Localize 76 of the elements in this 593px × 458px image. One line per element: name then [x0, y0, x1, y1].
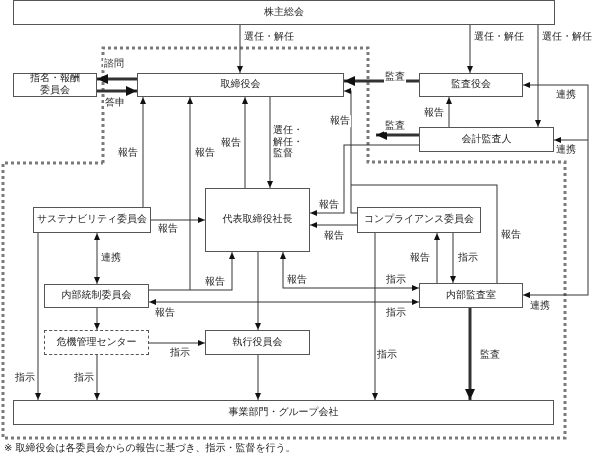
edge-label: 監査: [384, 120, 406, 132]
edge-label: 選任・解任: [541, 31, 593, 43]
edge-label: 指示: [14, 372, 36, 384]
edge-label: 連携: [555, 89, 577, 101]
edge-label: 選任・解任: [473, 31, 525, 43]
edge-label: 報告: [117, 147, 139, 159]
arrow: [535, 24, 541, 128]
edge-label: 報告: [423, 107, 445, 119]
arrow: [467, 24, 473, 74]
arrow: [97, 74, 137, 84]
annotation-label: 報告: [286, 274, 308, 286]
edge-label: 指示: [457, 252, 479, 264]
org-box: 内部統制委員会: [44, 284, 149, 308]
arrow: [237, 24, 243, 74]
edge-label: 監査: [384, 71, 406, 83]
org-box: サステナビリティ委員会: [33, 207, 151, 233]
edge-label: 報告: [500, 229, 522, 241]
org-box: 執行役員会: [205, 330, 310, 355]
edge-label: 報告: [157, 223, 179, 235]
edge-label: 報告: [329, 115, 351, 127]
org-box: 取締役会: [137, 73, 344, 97]
edge-label: 報告: [318, 199, 340, 211]
arrow: [148, 299, 420, 305]
dashed-box: 危機管理センター: [44, 330, 149, 355]
arrow: [344, 88, 498, 284]
edge-label: 報告: [194, 147, 216, 159]
arrow: [344, 76, 419, 86]
arrow: [148, 340, 206, 346]
arrow: [267, 96, 273, 188]
arrow: [450, 232, 456, 284]
arrow: [94, 308, 100, 330]
arrow: [522, 137, 588, 298]
edge-label: 指示: [385, 274, 407, 286]
edge-label: 報告: [409, 252, 431, 264]
org-box: 株主総会: [13, 0, 555, 25]
org-box: 会計監査人: [419, 127, 554, 152]
arrow: [97, 86, 137, 96]
edge-label: 連携: [100, 252, 122, 264]
arrow: [255, 354, 261, 400]
edge-label: 報告: [220, 137, 242, 149]
arrow: [140, 96, 146, 208]
org-box: 内部監査室: [419, 283, 523, 308]
arrow: [310, 222, 358, 228]
edge-label: 選任・解任: [243, 31, 295, 43]
edge-label: 指示: [73, 372, 95, 384]
org-box: 代表取締役社長: [205, 188, 310, 252]
arrow: [35, 232, 41, 400]
arrow: [372, 232, 378, 400]
arrow: [446, 96, 452, 128]
org-box: 監査役会: [419, 73, 523, 97]
arrow: [434, 232, 440, 284]
edge-label: 報告: [323, 230, 345, 242]
edge-label: 報告: [204, 276, 226, 288]
arrow: [255, 252, 261, 330]
edge-label: 連携: [555, 144, 577, 156]
edge-label: 監査: [479, 349, 501, 361]
edge-label: 答申: [104, 97, 126, 109]
arrow: [310, 144, 420, 216]
arrow: [280, 252, 420, 291]
footnote: ※ 取締役会は各委員会からの報告に基づき、指示・監督を行う。: [4, 442, 296, 455]
annotation-label: 報告: [154, 307, 176, 319]
edge-label: 指示: [169, 347, 191, 359]
org-box: 事業部門・グループ会社: [13, 400, 554, 425]
arrow: [94, 354, 100, 400]
arrow: [94, 232, 100, 284]
arrow: [376, 130, 419, 140]
arrow: [150, 217, 206, 223]
arrow: [465, 308, 475, 400]
edge-label: 指示: [385, 307, 407, 319]
edge-label: 指示: [376, 349, 398, 361]
org-box: 指名・報酬委員会: [13, 73, 97, 97]
arrow: [148, 252, 235, 290]
edge-label: 諮問: [103, 58, 125, 70]
org-box: コンプライアンス委員会: [357, 207, 481, 233]
annotation-label: 連携: [529, 300, 551, 312]
arrow: [242, 96, 248, 188]
